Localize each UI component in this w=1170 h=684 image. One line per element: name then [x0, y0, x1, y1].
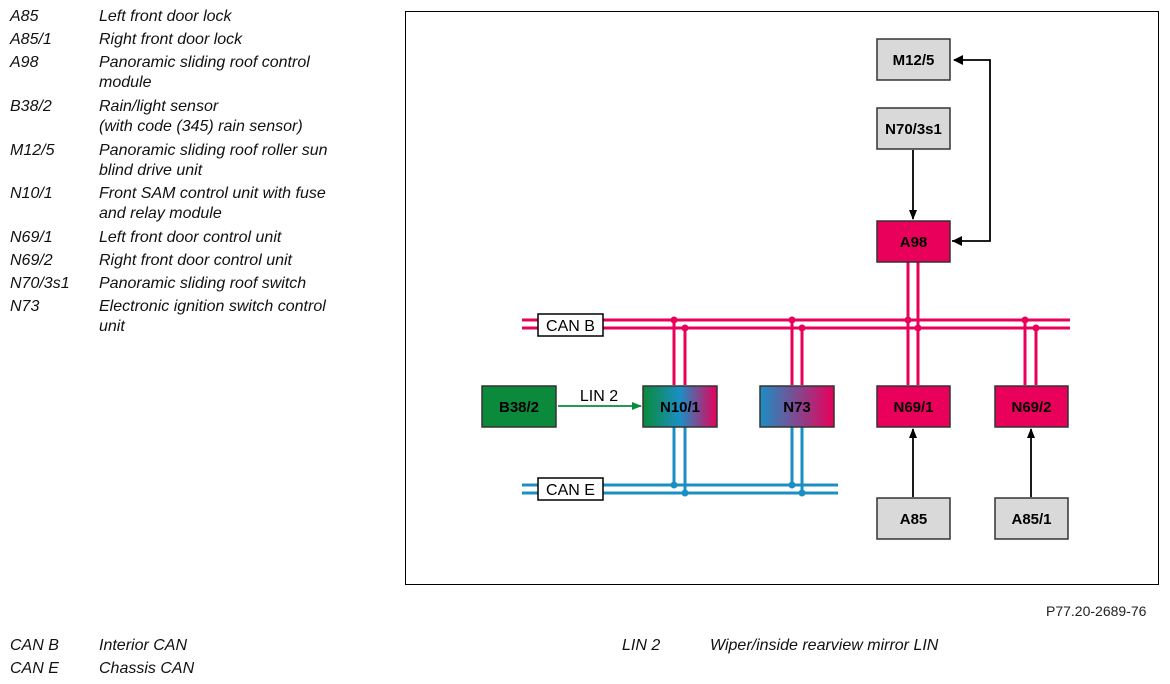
- figure-id: P77.20-2689-76: [1046, 603, 1147, 619]
- junction-dot: [914, 324, 922, 332]
- junction-dot: [681, 489, 689, 497]
- svg-text:N69/1: N69/1: [893, 399, 933, 416]
- can-b-label: CAN B: [537, 313, 604, 337]
- junction-dot: [798, 489, 806, 497]
- box-a98: A98: [876, 220, 951, 263]
- lin-2-label: LIN 2: [580, 388, 618, 405]
- bus-legend-can-b: CAN B: [10, 637, 59, 654]
- can-b-drops: [672, 262, 1038, 385]
- arrow-head-to-a98: [952, 236, 962, 246]
- can-e-label: CAN E: [537, 477, 604, 501]
- junction-dots: [670, 316, 1040, 497]
- svg-text:A85: A85: [900, 511, 928, 528]
- bus-legend-can-e: CAN E: [10, 660, 59, 677]
- junction-dot: [904, 316, 912, 324]
- can-e-drops: [672, 427, 804, 493]
- box-n69-2: N69/2: [994, 385, 1069, 428]
- svg-text:A98: A98: [900, 234, 928, 251]
- junction-dot: [670, 316, 678, 324]
- bus-legend-lin-2: LIN 2: [622, 637, 661, 654]
- junction-dot: [1021, 316, 1029, 324]
- svg-text:N70/3s1: N70/3s1: [885, 121, 942, 138]
- diagram-frame: [405, 11, 1159, 585]
- junction-dot: [788, 481, 796, 489]
- link-a98-m12-5: [952, 59, 991, 242]
- box-n69-1: N69/1: [876, 385, 951, 428]
- svg-text:A85/1: A85/1: [1011, 511, 1051, 528]
- box-b38-2: B38/2: [481, 385, 557, 428]
- box-n10-1: N10/1: [642, 385, 718, 428]
- svg-text:N69/2: N69/2: [1011, 399, 1051, 416]
- arrow-head-to-m12-5: [953, 55, 963, 65]
- signal-arrows: LIN 2: [558, 55, 1035, 497]
- junction-dot: [798, 324, 806, 332]
- box-n70-3s1: N70/3s1: [876, 107, 951, 150]
- svg-text:B38/2: B38/2: [499, 399, 539, 416]
- junction-dot: [1032, 324, 1040, 332]
- svg-text:CAN E: CAN E: [546, 482, 595, 499]
- box-m12-5: M12/5: [876, 38, 951, 81]
- box-n73: N73: [759, 385, 835, 428]
- svg-text:M12/5: M12/5: [893, 52, 935, 69]
- bus-legend-can-b-desc: Interior CAN: [99, 637, 188, 654]
- box-a85-1: A85/1: [994, 497, 1069, 540]
- box-a85: A85: [876, 497, 951, 540]
- bus-legend-lin-2-desc: Wiper/inside rearview mirror LIN: [710, 637, 939, 654]
- can-b-bus: [522, 318, 1070, 330]
- junction-dot: [681, 324, 689, 332]
- svg-text:N73: N73: [783, 399, 811, 416]
- junction-dot: [670, 481, 678, 489]
- svg-text:CAN B: CAN B: [546, 318, 595, 335]
- junction-dot: [788, 316, 796, 324]
- svg-text:N10/1: N10/1: [660, 399, 700, 416]
- bus-legend-can-e-desc: Chassis CAN: [99, 660, 195, 677]
